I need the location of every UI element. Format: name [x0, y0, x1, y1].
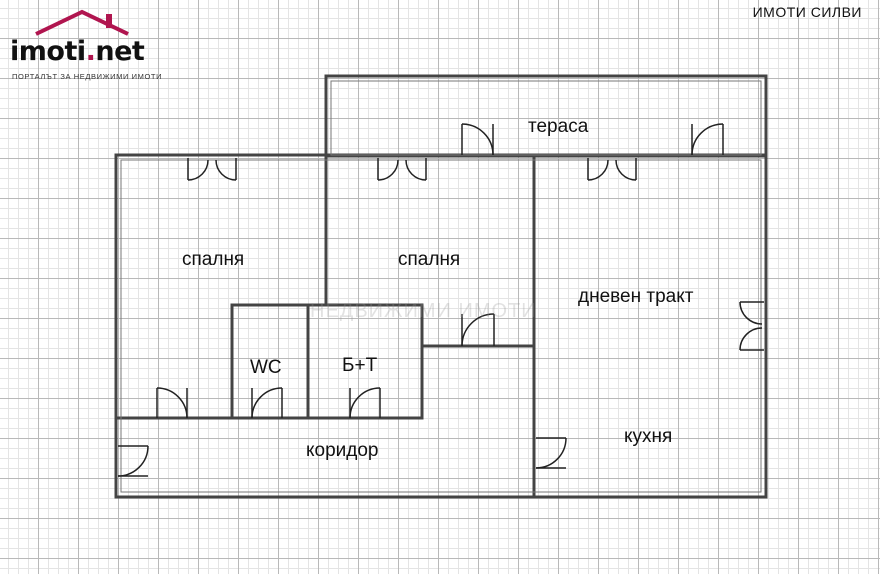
- door-entrance: [117, 445, 149, 477]
- label-terrace: тераса: [528, 116, 589, 137]
- walls: [114, 74, 768, 499]
- door-living-balcony: [587, 158, 637, 181]
- door-wc: [251, 387, 283, 419]
- door-kitchen: [535, 437, 567, 469]
- label-bathroom: Б+Т: [342, 355, 378, 376]
- bathroom-wall: [306, 303, 424, 420]
- label-corridor: коридор: [306, 440, 379, 461]
- door-bedroom-middle: [461, 313, 495, 347]
- door-bathroom: [349, 387, 381, 419]
- door-terrace-1: [461, 123, 494, 156]
- label-kitchen: кухня: [624, 426, 673, 447]
- agency-name: ИМОТИ СИЛВИ: [752, 4, 862, 20]
- door-bedroom-middle-balcony: [377, 158, 427, 181]
- door-bedroom-left-balcony: [187, 158, 237, 181]
- watermark: НЕДВИЖИМИ ИМОТИ: [310, 300, 537, 322]
- walls-inner-line: [120, 80, 762, 493]
- door-terrace-2: [691, 123, 724, 156]
- logo-tld: net: [95, 36, 145, 67]
- label-living-area: дневен тракт: [578, 286, 694, 307]
- logo-dot: .: [85, 36, 96, 67]
- logo-tagline: ПОРТАЛЪТ ЗА НЕДВИЖИМИ ИМОТИ: [12, 72, 163, 81]
- label-bedroom-middle: спалня: [398, 249, 461, 270]
- label-wc: WC: [250, 357, 282, 378]
- logo-roof-icon: [35, 9, 129, 36]
- door-bedroom-left: [156, 387, 188, 419]
- logo: imoti.net ПОРТАЛЪТ ЗА НЕДВИЖИМИ ИМОТИ: [6, 6, 174, 86]
- logo-main: imoti: [10, 36, 86, 67]
- doors: [117, 123, 764, 477]
- label-bedroom-left: спалня: [182, 249, 245, 270]
- door-living-side: [739, 301, 764, 351]
- logo-text: imoti.net: [10, 36, 145, 67]
